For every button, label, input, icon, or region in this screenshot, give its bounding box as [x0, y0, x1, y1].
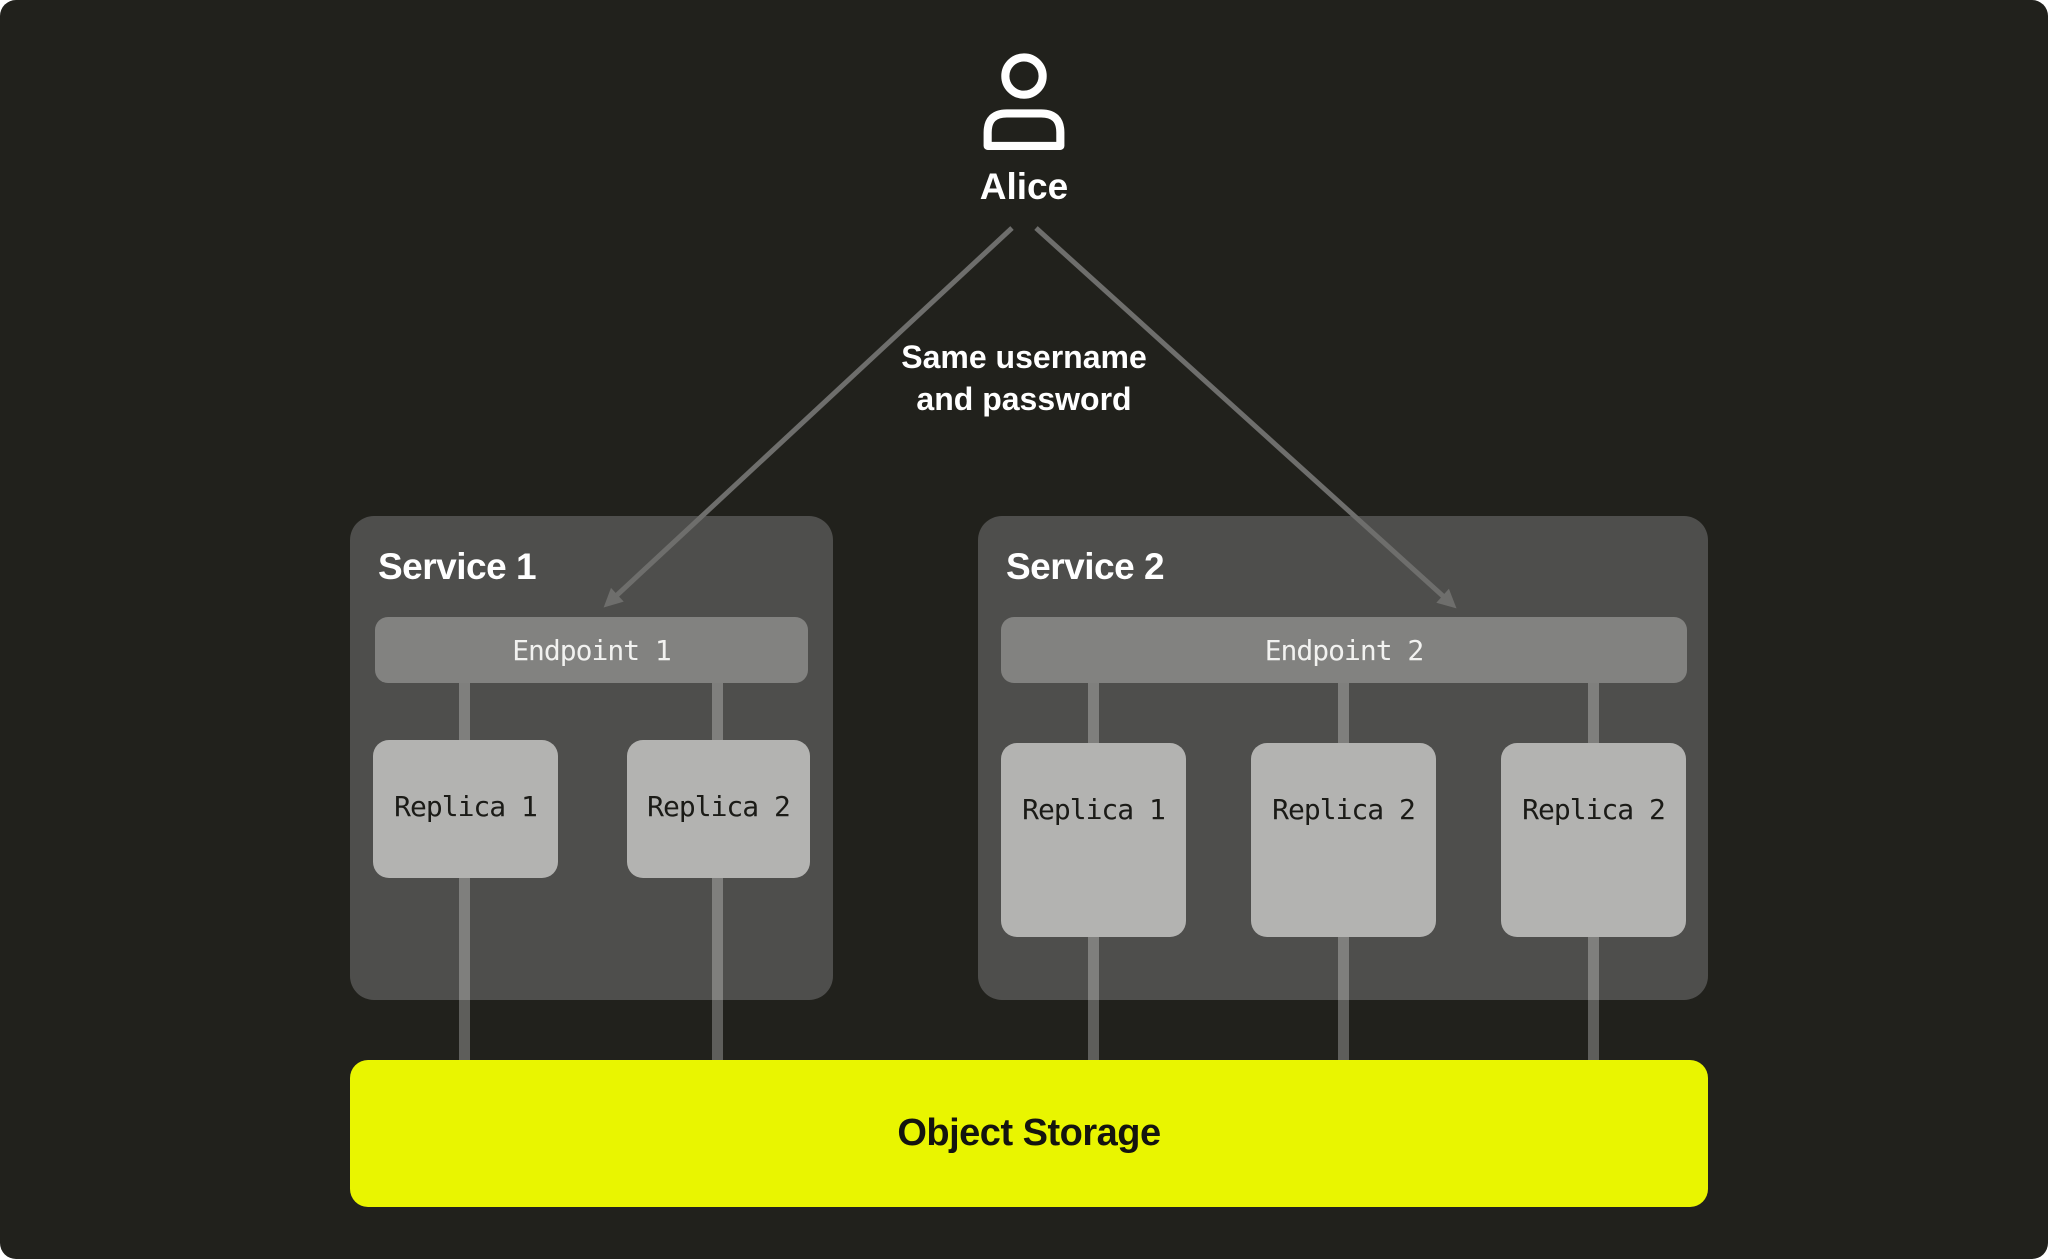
- service-1-title: Service 1: [378, 546, 537, 587]
- service-2-title: Service 2: [1006, 546, 1165, 587]
- service-2-replica-2-node: Replica 2: [1251, 743, 1436, 937]
- service-1-replica-1-node: Replica 1: [373, 740, 558, 878]
- connection-label: Same username and password: [0, 336, 2048, 420]
- service-2-replica-3-node: Replica 2: [1501, 743, 1686, 937]
- object-storage-bar: Object Storage: [350, 1060, 1708, 1207]
- user-node: Alice: [0, 50, 2048, 208]
- person-icon: [983, 53, 1065, 150]
- connection-label-line1: Same username: [901, 339, 1147, 375]
- object-storage-label: Object Storage: [897, 1112, 1161, 1154]
- connection-label-line2: and password: [916, 381, 1132, 417]
- service-1-endpoint-node: Endpoint 1: [375, 617, 808, 683]
- service-1-replica-2-node: Replica 2: [627, 740, 810, 878]
- service-2-replica-1-node: Replica 1: [1001, 743, 1186, 937]
- service-1-panel: Service 1 Endpoint 1 Replica 1 Replica 2: [350, 516, 833, 1000]
- service-2-panel: Service 2 Endpoint 2 Replica 1 Replica 2…: [978, 516, 1708, 1000]
- user-name-label: Alice: [979, 166, 1069, 207]
- service-2-endpoint-node: Endpoint 2: [1001, 617, 1687, 683]
